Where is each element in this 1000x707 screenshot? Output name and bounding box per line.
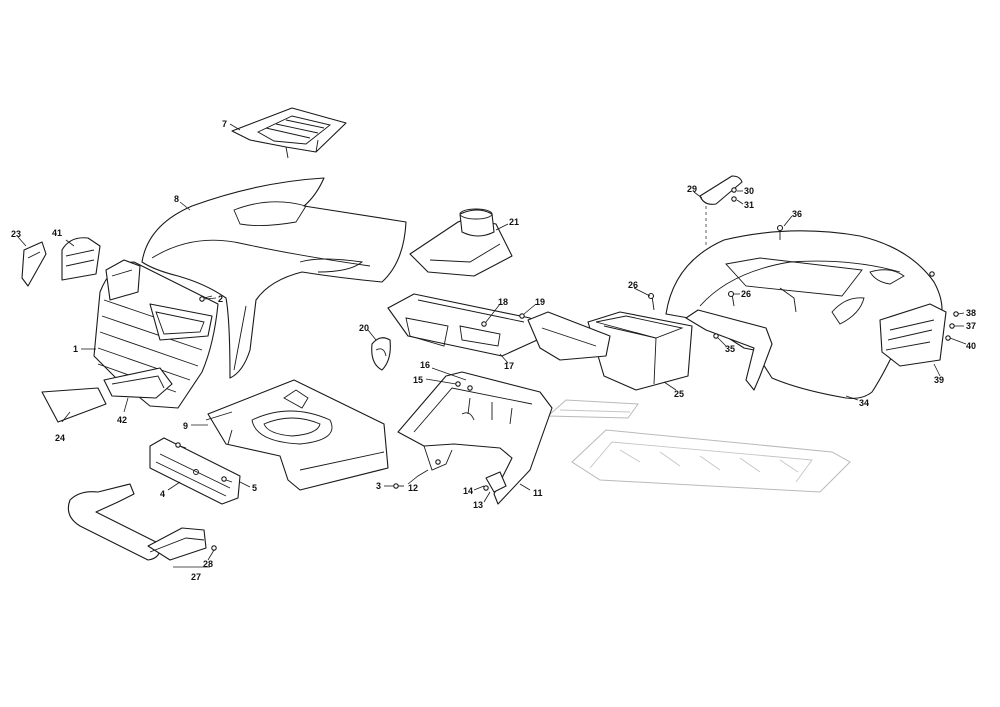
label-part-1: 1 — [73, 344, 78, 354]
label-part-2: 2 — [218, 294, 223, 304]
label-part-41: 41 — [52, 228, 62, 238]
label-part-17: 17 — [504, 361, 514, 371]
part-24-front-panel — [41, 387, 107, 423]
part-20-cap — [371, 337, 391, 371]
part-29-cap — [699, 175, 743, 205]
part-11-tunnel-cover — [397, 371, 553, 505]
part-1-front-grille — [93, 259, 219, 409]
label-part-14: 14 — [463, 486, 473, 496]
part-number-labels: 1 2 3 4 5 7 8 9 11 12 13 14 15 16 17 18 … — [11, 119, 976, 582]
label-part-26-left: 26 — [628, 280, 638, 290]
label-part-30: 30 — [744, 186, 754, 196]
part-side-bracket — [527, 311, 611, 361]
part-35-side-rail — [685, 309, 773, 391]
label-part-11: 11 — [533, 488, 543, 498]
label-part-29: 29 — [687, 184, 697, 194]
label-part-39: 39 — [934, 375, 944, 385]
leader-lines — [17, 123, 967, 568]
label-part-8: 8 — [174, 194, 179, 204]
label-part-9: 9 — [183, 421, 188, 431]
label-part-21: 21 — [509, 217, 519, 227]
label-part-31: 31 — [744, 200, 754, 210]
label-part-15: 15 — [413, 375, 423, 385]
part-25-storage-box — [587, 311, 693, 391]
label-part-13: 13 — [473, 500, 483, 510]
label-part-4: 4 — [160, 489, 165, 499]
label-part-18: 18 — [498, 297, 508, 307]
label-part-25: 25 — [674, 389, 684, 399]
label-part-28: 28 — [203, 559, 213, 569]
part-21-steering-cover — [409, 208, 513, 277]
part-4-mounting-bracket — [149, 437, 241, 505]
label-part-5: 5 — [252, 483, 257, 493]
part-17-dash-panel — [387, 293, 547, 357]
label-part-38: 38 — [966, 308, 976, 318]
label-part-35: 35 — [725, 344, 735, 354]
label-part-27: 27 — [191, 572, 201, 582]
label-part-23: 23 — [11, 229, 21, 239]
label-part-36: 36 — [792, 209, 802, 219]
label-part-42: 42 — [117, 415, 127, 425]
part-7-top-grille — [231, 107, 347, 159]
label-part-3: 3 — [376, 481, 381, 491]
label-part-37: 37 — [966, 321, 976, 331]
part-41-headlight — [61, 237, 101, 281]
label-part-34: 34 — [859, 398, 869, 408]
label-part-7: 7 — [222, 119, 227, 129]
fasteners — [175, 187, 959, 551]
label-part-26-right: 26 — [741, 289, 751, 299]
part-42-grille-insert — [103, 367, 173, 399]
part-8-hood — [141, 177, 407, 379]
footrest-plate-ghost — [546, 399, 851, 493]
label-part-19: 19 — [535, 297, 545, 307]
label-part-24: 24 — [55, 433, 65, 443]
part-23-side-light — [21, 241, 47, 287]
label-part-12: 12 — [408, 483, 418, 493]
part-14-clip — [485, 471, 507, 493]
part-27-front-bumper — [67, 483, 207, 561]
label-part-20: 20 — [359, 323, 369, 333]
label-part-16: 16 — [420, 360, 430, 370]
label-part-40: 40 — [966, 341, 976, 351]
part-9-console-base — [205, 379, 389, 491]
part-39-rear-bracket — [879, 303, 947, 367]
